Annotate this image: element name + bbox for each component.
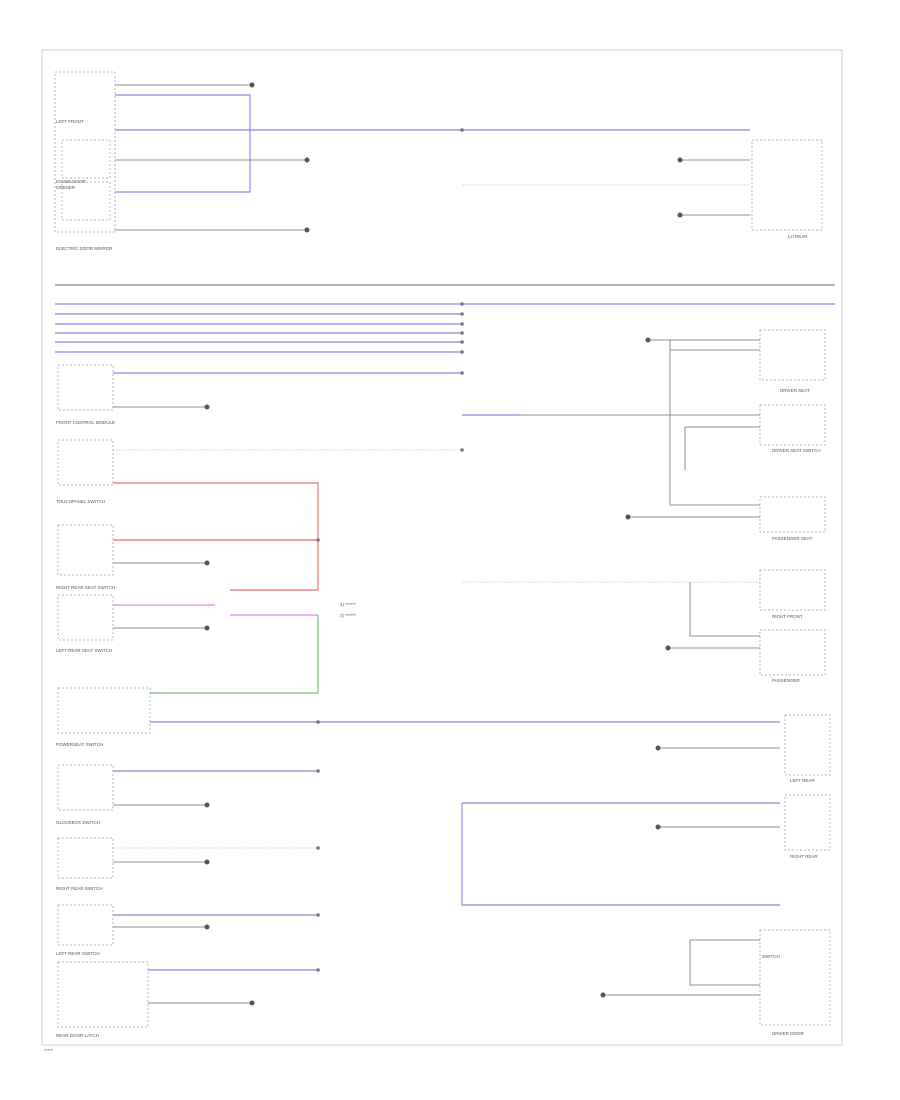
ground-14 [625,514,631,520]
label-right-front: RIGHT FRONT [772,614,803,619]
label-left-rear-seat-switch: LEFT REAR SEAT SWITCH [56,648,112,653]
ground-15 [665,645,671,651]
ground-4 [677,157,683,163]
bus-splices [316,302,464,972]
label-electric-door-mirror: ELECTRIC DOOR MIRROR [56,246,113,251]
wire-blue-loop [115,94,251,193]
label-lh-rear: LH REAR [788,234,808,239]
powerseat-switch-box [57,687,151,734]
label-left-rear-switch: LEFT REAR SWITCH [56,951,100,956]
left-rear-switch-box [57,904,114,946]
label-left-rear: LEFT REAR [790,778,815,783]
label-switch: SWITCH [762,954,780,959]
wire-r14 [689,940,760,986]
passenger-seat-box [759,496,826,533]
diagram-frame [41,49,843,1046]
right-rear-box [784,794,831,851]
front-control-module-box [57,364,114,411]
label-powerseat-switch: POWERSEAT SWITCH [56,742,103,747]
legend-2: 2) ****** [340,613,356,618]
right-rear-switch-box [57,837,114,879]
ground-7 [204,560,210,566]
ground-16 [655,745,661,751]
label-touchpanel-switch: TOUCHPANEL SWITCH [56,499,105,504]
ground-18 [600,992,606,998]
ground-10 [204,859,210,865]
wire-r-vertical [669,340,760,506]
right-front-box [759,569,826,611]
label-rear-door-latch: REAR DOOR LATCH [56,1033,99,1038]
label-right-rear-switch: RIGHT REAR SWITCH [56,886,103,891]
ground-6 [204,404,210,410]
ground-13 [645,337,651,343]
driver-seat-switch-box [759,404,826,446]
ground-8 [204,625,210,631]
mirror-motor-box [61,181,111,221]
label-right-rear: RIGHT REAR [790,854,818,859]
wire-red-1 [113,482,319,591]
lh-rear-box [751,139,823,231]
label-opener: OPENER [56,185,76,190]
left-front-door-module-box [54,71,116,233]
splice-1 [460,128,464,132]
touchpanel-switch-box [57,439,114,486]
label-inside-door: INSIDE DOOR [56,179,87,184]
ground-17 [655,824,661,830]
wire-r-blue-loop [461,803,780,906]
label-driver-door: DRIVER DOOR [772,1031,805,1036]
ground-3 [304,227,310,233]
label-front-control-module: FRONT CONTROL MODULE [56,420,115,425]
legend-1: 1) ****** [340,602,356,607]
label-driver-seat: DRIVER SEAT [780,388,810,393]
label-passenger: PASSENGER [772,678,800,683]
ground-1 [249,82,255,88]
wire-r8 [689,582,760,637]
wire-green [150,615,319,694]
right-rear-seat-switch-box [57,524,114,576]
ground-9 [204,802,210,808]
door-switch-box [61,139,111,179]
label-glovebox-switch: GLOVEBOX SWITCH [56,820,100,825]
label-passenger-seat: PASSENGER SEAT [772,536,813,541]
label-left-front: LEFT FRONT [56,119,84,124]
footer-code: ***** [44,1048,53,1053]
label-driver-seat-switch: DRIVER SEAT SWITCH [772,448,821,453]
ground-12 [249,1000,255,1006]
rear-door-latch-box [57,961,149,1028]
left-rear-box [784,714,831,776]
label-right-rear-seat-switch: RIGHT REAR SEAT SWITCH [56,585,115,590]
ground-2 [304,157,310,163]
glovebox-switch-box [57,764,114,811]
passenger-box [759,629,826,676]
driver-door-box [759,929,831,1026]
ground-11 [204,924,210,930]
left-rear-seat-switch-box [57,594,114,641]
ground-5 [677,212,683,218]
driver-seat-box [759,329,826,381]
